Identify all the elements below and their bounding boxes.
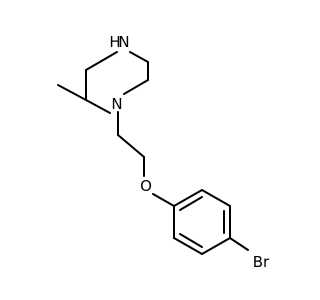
bond-ring-br: [229, 237, 249, 251]
atom-label-n-top: N: [118, 33, 129, 51]
bond-ring-4-5: [201, 237, 231, 255]
bond-ch2a-ch2b: [117, 134, 145, 158]
bond-n1-c6: [123, 79, 149, 95]
bond-ring-5-6: [173, 237, 203, 255]
bond-c5-nh: [129, 51, 149, 63]
bond-c2-n1: [85, 99, 111, 114]
atom-label-br: Br: [253, 253, 270, 271]
bond-ring-1-2: [173, 189, 203, 207]
atom-label-o: O: [140, 177, 152, 195]
bond-ring-2-3: [201, 189, 231, 207]
bond-o-c1-ring: [152, 193, 175, 207]
chemical-structure-diagram: H N N O Br: [57, 33, 270, 271]
bond-ring-inner-c: [179, 233, 203, 248]
atom-label-n1: N: [111, 95, 122, 113]
atom-label-h: H: [109, 33, 120, 51]
bond-nh-c3: [85, 51, 118, 71]
bond-ring-inner-a: [179, 196, 203, 211]
bond-c2-methyl: [57, 84, 87, 101]
